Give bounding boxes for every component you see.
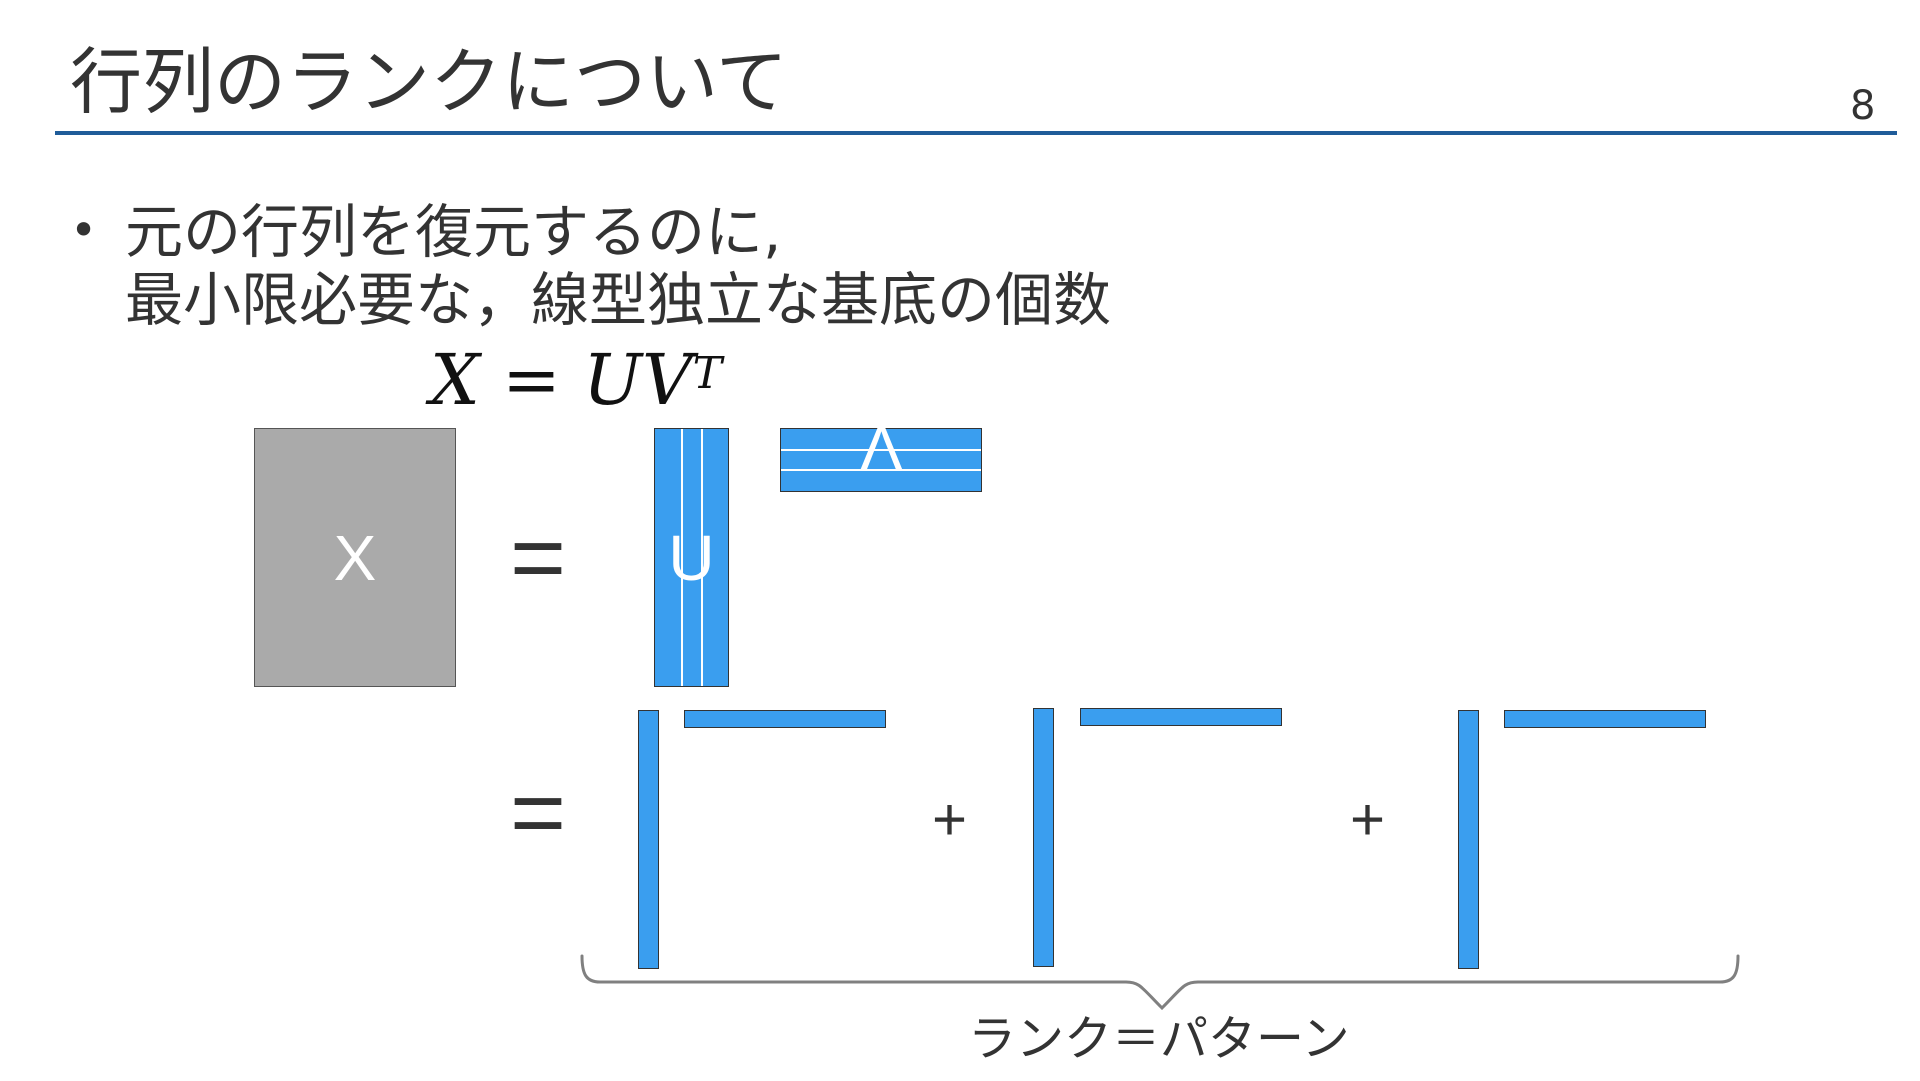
matrix-v: V — [780, 412, 982, 492]
plus-sign-2: + — [1350, 786, 1386, 853]
formula-rhs: UV — [583, 339, 693, 421]
slide-title: 行列のランクについて — [70, 40, 788, 124]
matrix-u-column-divider — [701, 429, 703, 686]
matrix-u-label: U — [668, 521, 715, 594]
equals-sign-2: = — [510, 759, 567, 866]
row-vector-1 — [684, 710, 886, 728]
matrix-x: X — [254, 428, 456, 687]
formula: X = UVT — [430, 342, 722, 418]
matrix-u-column-divider — [681, 429, 683, 686]
brace-label: ランク＝パターン — [968, 1011, 1350, 1067]
plus-sign-1: + — [932, 786, 968, 853]
matrix-v-row-divider — [781, 469, 981, 471]
underbrace — [580, 954, 1740, 1010]
matrix-u: U — [654, 428, 729, 687]
bullet-icon: • — [70, 203, 98, 257]
equals-sign-1: = — [510, 504, 567, 611]
column-vector-1 — [638, 710, 659, 969]
matrix-v-label-text: V — [859, 412, 903, 484]
bullet-text-line-1: 元の行列を復元するのに, — [125, 198, 782, 266]
column-vector-2 — [1033, 708, 1054, 967]
column-vector-3 — [1458, 710, 1479, 969]
title-divider — [55, 131, 1897, 135]
matrix-x-label: X — [333, 521, 377, 594]
formula-lhs: X — [430, 339, 480, 421]
bullet-text-line-2: 最小限必要な，線型独立な基底の個数 — [125, 266, 1112, 334]
matrix-v-row-divider — [781, 449, 981, 451]
matrix-v-label: V — [781, 412, 981, 484]
formula-superscript: T — [692, 348, 722, 399]
formula-eq: = — [502, 339, 561, 421]
page-number: 8 — [1850, 83, 1876, 129]
row-vector-2 — [1080, 708, 1282, 726]
row-vector-3 — [1504, 710, 1706, 728]
